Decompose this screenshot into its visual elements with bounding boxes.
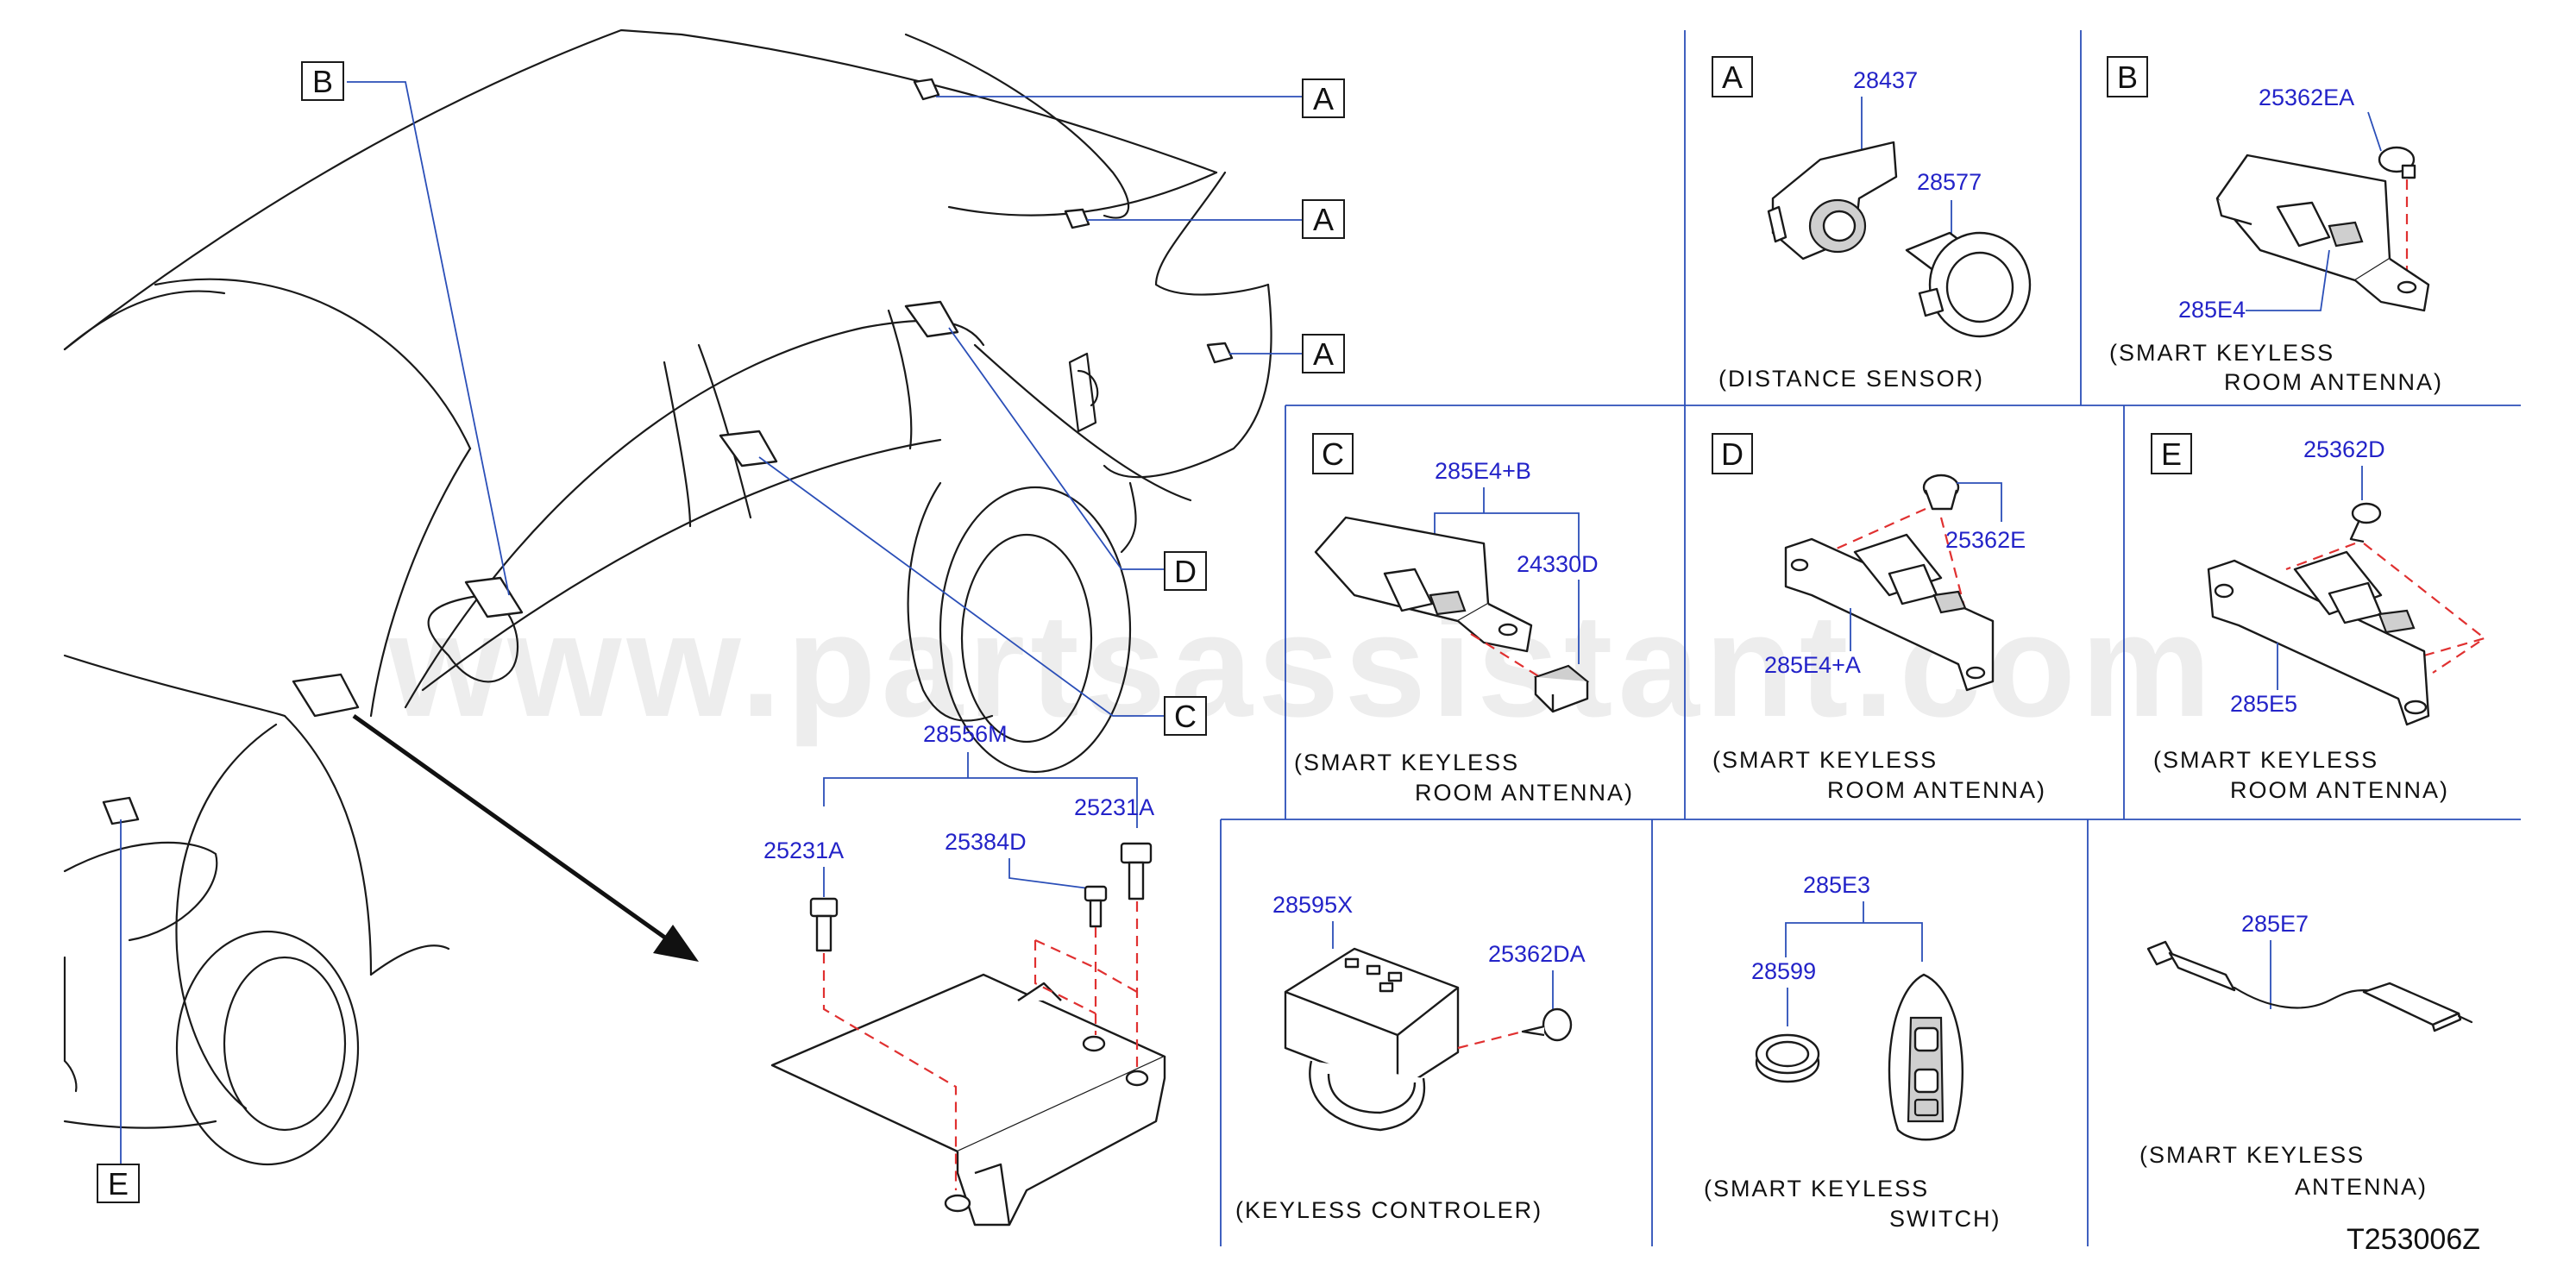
antenna-caption-line2: ANTENNA) [2295,1174,2428,1200]
coin-battery-icon [1755,1033,1820,1083]
callout-a-3[interactable]: A [1302,334,1345,373]
part-number-25362D: 25362D [2303,436,2385,462]
part-number-28556M: 28556M [923,721,1008,747]
panel-b-caption-line2: ROOM ANTENNA) [2224,369,2443,395]
module-arrow [352,713,699,962]
callout-b[interactable]: B [301,61,344,101]
part-number-25362E: 25362E [1945,527,2026,553]
panel-c-caption-line2: ROOM ANTENNA) [1415,780,1634,806]
panel-grid [1220,30,2521,1246]
smart-key-fob-icon [1888,973,1964,1141]
bolt-icon-right [1120,842,1153,900]
panel-d-letter: D [1721,436,1744,472]
part-number-285E4+A: 285E4+A [1764,652,1861,678]
diagram-code: T253006Z [2347,1223,2480,1256]
panel-d-caption-line1: (SMART KEYLESS [1712,747,1938,773]
vehicle-outline [63,28,1272,1166]
part-number-28577: 28577 [1917,169,1982,195]
switch-caption-line2: SWITCH) [1889,1206,2001,1232]
part-number-285E4+B: 285E4+B [1435,458,1531,484]
part-number-25384D: 25384D [945,829,1027,855]
panel-a: A 28437 28577 (DISTANCE SENSOR) [1712,56,2032,392]
part-number-28599: 28599 [1751,958,1816,984]
part-number-25231A-right: 25231A [1074,794,1154,820]
antenna-unit-icon-b [2215,154,2430,312]
panel-a-caption: (DISTANCE SENSOR) [1718,366,1984,392]
panel-b-letter: B [2117,60,2138,95]
panel-controller: 28595X 25362DA (KEYLESS CONTROLER) [1235,892,1586,1223]
part-number-28595X: 28595X [1272,892,1353,918]
panel-d: D 25362E 285E4+A (SMART KEYLESS ROOM ANT… [1712,433,2046,803]
cable-antenna-icon [2146,940,2473,1032]
vehicle-leaders [120,81,1303,1164]
part-number-25231A-left: 25231A [763,838,844,863]
keyless-controller-icon [1284,947,1460,1132]
callout-a-1[interactable]: A [1302,78,1345,118]
module-assembly: 28556M 25231A 25384D 25231A [763,721,1166,1227]
callout-c[interactable]: C [1164,696,1207,736]
callout-d[interactable]: D [1164,551,1207,591]
svg-text:C: C [1174,699,1197,734]
panel-d-caption-line2: ROOM ANTENNA) [1827,777,2046,803]
part-number-285E7: 285E7 [2241,911,2309,937]
connector-icon-24330D [1533,664,1590,713]
panel-a-letter: A [1722,60,1743,95]
sensor-bezel-icon [1905,231,2032,338]
part-number-285E4: 285E4 [2178,297,2246,323]
antenna-unit-icon-c [1314,516,1533,653]
panel-antenna: 285E7 (SMART KEYLESS ANTENNA) [2139,911,2473,1200]
panel-e-letter: E [2161,436,2182,472]
svg-text:A: A [1313,336,1334,372]
part-number-25362DA: 25362DA [1488,941,1586,967]
callout-a-2[interactable]: A [1302,199,1345,239]
panel-e-caption-line1: (SMART KEYLESS [2153,747,2378,773]
part-number-28437: 28437 [1853,67,1918,93]
panel-e-caption-line2: ROOM ANTENNA) [2230,777,2449,803]
part-number-285E5: 285E5 [2230,691,2297,717]
switch-caption-line1: (SMART KEYLESS [1704,1176,1929,1202]
svg-text:B: B [312,64,333,99]
callout-e[interactable]: E [97,1164,140,1203]
panel-b-caption-line1: (SMART KEYLESS [2109,340,2334,366]
clip-icon-25362EA [2378,146,2416,179]
panel-c-caption-line1: (SMART KEYLESS [1294,750,1519,775]
vehicle-mounted-sensors [102,78,1234,825]
antenna-unit-icon-d [1784,533,1995,692]
svg-text:A: A [1313,81,1334,116]
controller-caption: (KEYLESS CONTROLER) [1235,1197,1542,1223]
antenna-caption-line1: (SMART KEYLESS [2139,1142,2365,1168]
svg-text:A: A [1313,202,1334,237]
clip-icon-25362E [1922,474,1960,511]
panel-c-letter: C [1322,436,1344,472]
svg-text:E: E [108,1166,129,1202]
bolt-icon-left [809,897,839,952]
part-number-24330D: 24330D [1517,551,1599,577]
panel-b: B 25362EA 285E4 (SMART KEYLESS ROOM ANTE… [2107,56,2443,395]
screw-icon-25362DA [1521,1007,1573,1042]
panel-c: C 285E4+B 24330D (SMART KEYLESS ROOM ANT… [1294,433,1634,806]
antenna-unit-icon-e [2207,550,2430,726]
panel-e: E 25362D 285E5 (SMART KEYLESS ROOM ANTEN… [2151,433,2485,803]
screw-icon-25362D [2349,502,2382,543]
part-number-25362EA: 25362EA [2259,85,2354,110]
part-number-285E3: 285E3 [1803,872,1870,898]
distance-sensor-icon [1767,141,1898,260]
panel-switch: 285E3 28599 (SMART KEYLESS SWITCH) [1704,872,2001,1232]
svg-text:D: D [1174,554,1197,589]
bolt-icon-mid [1084,885,1108,928]
